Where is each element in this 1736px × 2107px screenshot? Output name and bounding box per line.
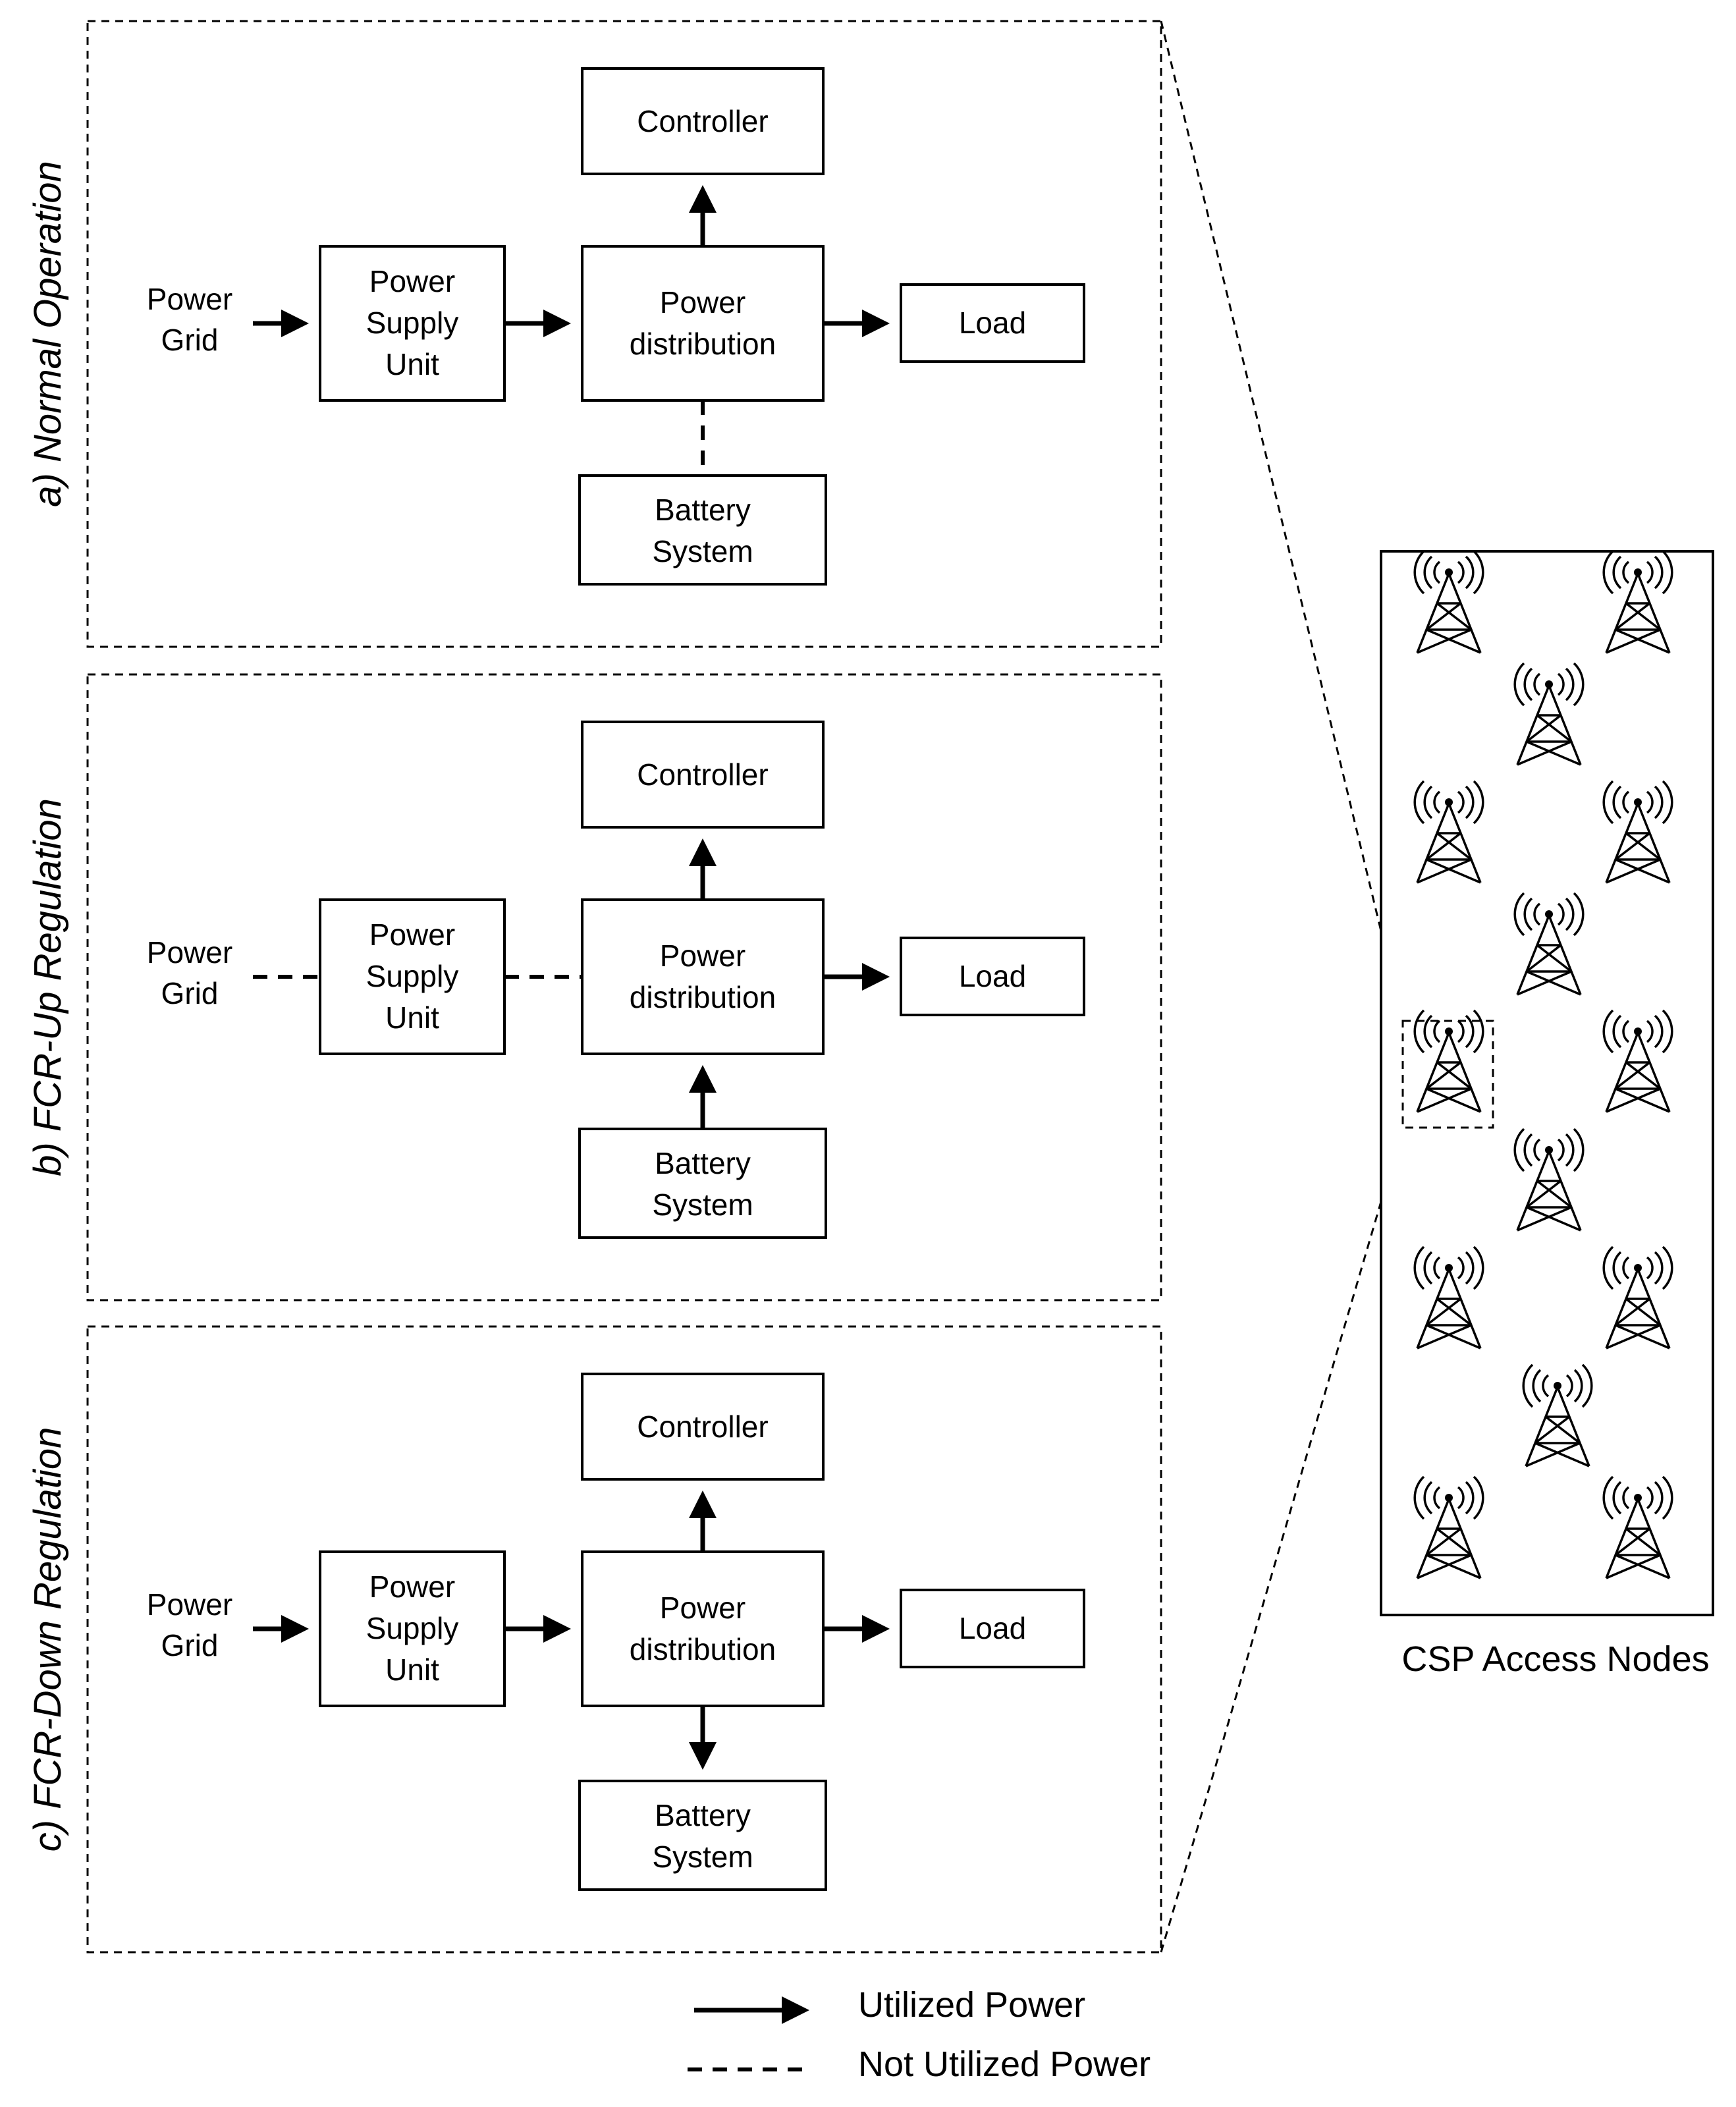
battery-label-1: Battery [655,493,751,527]
psu-label-1: Power [369,1570,455,1604]
power-distribution-box [581,898,825,1055]
dist-label-1: Power [660,285,746,319]
psu-label-3: Unit [385,1000,439,1035]
controller-box [581,721,825,829]
dist-label-2: distribution [630,980,776,1014]
psu-label-3: Unit [385,1653,439,1687]
battery-label-2: System [652,1188,753,1222]
panel-normal-operation: a) Normal Operation Power Grid Power Sup… [26,20,1162,648]
access-nodes-frame [1380,550,1714,1616]
controller-label: Controller [637,1409,768,1444]
power-distribution-box [581,1550,825,1707]
power-grid-label: Power [147,282,232,316]
power-supply-unit-box [319,1550,506,1707]
psu-label-2: Supply [366,1611,459,1645]
battery-system-box [578,474,827,586]
dist-label-2: distribution [630,327,776,361]
selected-node-highlight [1401,1020,1494,1129]
dist-label-2: distribution [630,1632,776,1666]
power-grid-label: Power [147,1587,232,1622]
power-grid-label-2: Grid [161,1628,219,1662]
dist-label-1: Power [660,939,746,973]
load-box [900,1589,1085,1668]
psu-label-1: Power [369,917,455,952]
panel-a-title: a) Normal Operation [26,161,69,506]
controller-label: Controller [637,104,768,138]
controller-box [581,1373,825,1481]
legend-utilized-label: Utilized Power [858,1985,1085,2025]
battery-label-1: Battery [655,1146,751,1180]
panel-b-title: b) FCR-Up Regulation [26,798,69,1176]
csp-access-nodes-panel: CSP Access Nodes [1380,550,1714,1679]
psu-label-2: Supply [366,306,459,340]
panel-a-frame [86,20,1162,648]
load-box [900,283,1085,363]
legend-not-utilized-label: Not Utilized Power [858,2044,1151,2084]
battery-system-box [578,1780,827,1891]
controller-label: Controller [637,757,768,792]
load-label: Load [959,959,1026,993]
panel-fcr-down-regulation: c) FCR-Down Regulation Power Grid Power … [26,1325,1162,1954]
battery-label-2: System [652,1840,753,1874]
psu-label-1: Power [369,264,455,298]
psu-label-2: Supply [366,959,459,993]
power-grid-label-2: Grid [161,323,219,357]
panel-c-title: c) FCR-Down Regulation [26,1427,69,1852]
battery-label-1: Battery [655,1798,751,1832]
panel-fcr-up-regulation: b) FCR-Up Regulation Power Grid Power Su… [26,673,1162,1301]
power-grid-label: Power [147,935,232,970]
panel-c-frame [86,1325,1162,1954]
zoom-line-bottom [1160,1127,1404,1953]
legend: Utilized Power Not Utilized Power [688,1985,1151,2084]
psu-label-3: Unit [385,347,439,381]
load-label: Load [959,306,1026,340]
power-supply-unit-box [319,898,506,1055]
zoom-line-top [1160,20,1404,1022]
load-label: Load [959,1611,1026,1645]
power-distribution-box [581,245,825,402]
battery-system-box [578,1128,827,1239]
load-box [900,937,1085,1016]
power-grid-label-2: Grid [161,976,219,1010]
csp-access-nodes-caption: CSP Access Nodes [1401,1639,1709,1679]
battery-label-2: System [652,534,753,568]
controller-box [581,67,825,175]
dist-label-1: Power [660,1591,746,1625]
power-supply-unit-box [319,245,506,402]
panel-b-frame [86,673,1162,1301]
